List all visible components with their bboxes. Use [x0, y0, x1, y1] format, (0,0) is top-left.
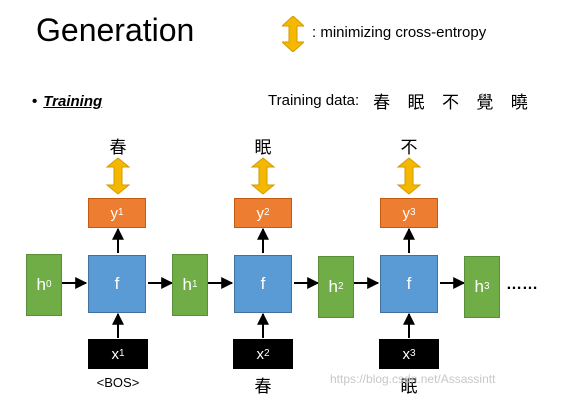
h2-name: h	[328, 277, 338, 296]
double-arrow-icon	[282, 16, 304, 52]
x1-name: x	[111, 345, 119, 363]
h0-name: h	[36, 275, 46, 294]
input-label-3: 眠	[400, 377, 418, 397]
double-arrow-icon-2	[250, 157, 276, 195]
input-label-2: 春	[254, 377, 272, 397]
training-data: Training data: 春 眠 不 覺 曉	[268, 88, 534, 113]
f-box-3: f	[380, 255, 438, 313]
h3-name: h	[474, 277, 484, 296]
input-label-1: <BOS>	[96, 375, 140, 390]
bullet-training: •Training	[32, 93, 103, 110]
y1-name: y	[110, 204, 118, 222]
x3-name: x	[402, 345, 410, 363]
output-char-2: 眠	[254, 138, 272, 158]
h1-name: h	[182, 275, 192, 294]
output-char-1: 春	[109, 138, 127, 158]
watermark: https://blog.csdn.net/Assassintt	[330, 372, 496, 386]
double-arrow-icon-3	[396, 157, 422, 195]
continuation-dots: ……	[506, 276, 538, 293]
legend-text: : minimizing cross-entropy	[312, 24, 487, 41]
y3-name: y	[402, 204, 410, 222]
bullet-label: Training	[43, 93, 103, 110]
output-char-3: 不	[400, 138, 418, 158]
f-box-1: f	[88, 255, 146, 313]
y2-name: y	[256, 204, 264, 222]
training-data-label: Training data:	[268, 92, 360, 109]
training-data-chars: 春 眠 不 覺 曉	[373, 93, 534, 113]
f-box-2: f	[234, 255, 292, 313]
x2-name: x	[256, 345, 264, 363]
double-arrow-icon-1	[105, 157, 131, 195]
slide-title: Generation	[36, 12, 195, 48]
